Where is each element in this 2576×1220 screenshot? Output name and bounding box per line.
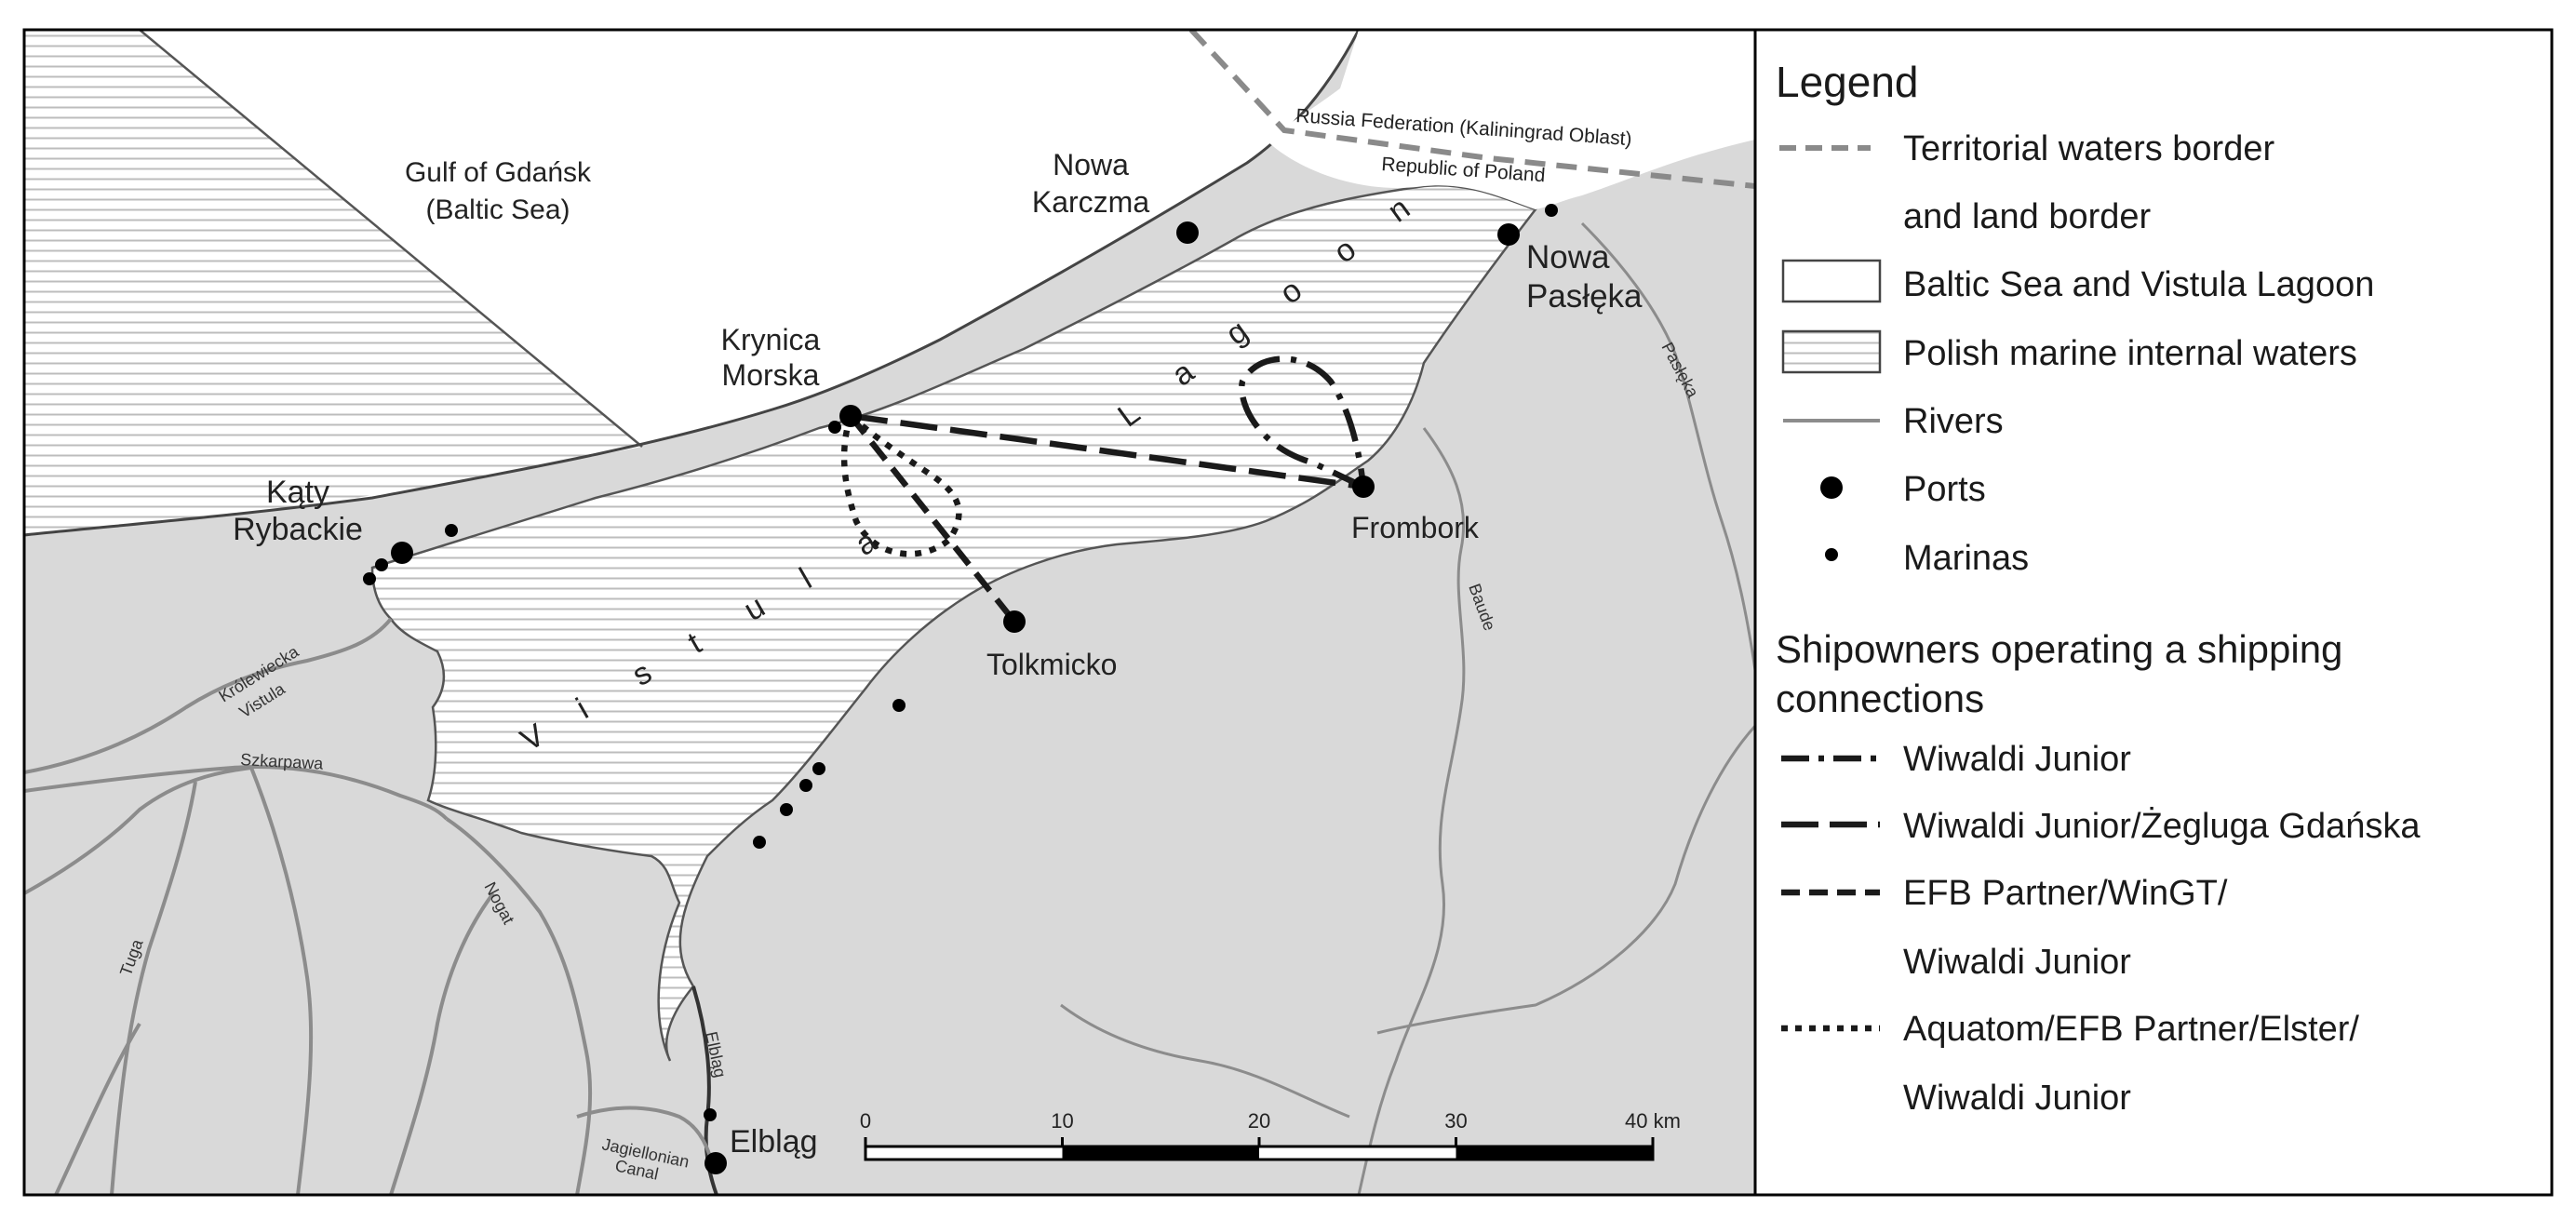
nowa-pasleka-label-line1: Nowa bbox=[1526, 239, 1610, 275]
figure-frame bbox=[22, 28, 2554, 1197]
scale-tick-30: 30 bbox=[1444, 1109, 1467, 1133]
legend-longdash: Wiwaldi Junior/Żegluga Gdańska bbox=[1903, 806, 2421, 846]
legend: Legend Territorial waters border and lan… bbox=[1776, 58, 2421, 1118]
scale-bar: 0 10 20 30 40 km bbox=[860, 1109, 1681, 1161]
legend-shortdash-line2: Wiwaldi Junior bbox=[1903, 943, 2131, 982]
legend-section-title-line2: connections bbox=[1776, 677, 1984, 720]
legend-border-line2: and land border bbox=[1903, 197, 2152, 236]
legend-sea-lagoon: Baltic Sea and Vistula Lagoon bbox=[1903, 265, 2374, 304]
route-longdash bbox=[850, 412, 1364, 490]
krynica-label-line1: Krynica bbox=[721, 323, 821, 356]
port-tolkmicko bbox=[1003, 610, 1026, 633]
legend-marinas: Marinas bbox=[1903, 539, 2029, 578]
route-dotted bbox=[840, 413, 962, 557]
legend-shortdash-line1: EFB Partner/WinGT/ bbox=[1903, 874, 2228, 913]
river-south bbox=[1060, 1003, 1350, 1119]
lagoon-russian-part bbox=[1266, 30, 1755, 209]
river-branch-c bbox=[389, 892, 495, 1195]
river-region bbox=[1376, 724, 1755, 1035]
routes bbox=[840, 355, 1367, 624]
river-branch-a bbox=[249, 767, 314, 1195]
legend-dotted-line1: Aquatom/EFB Partner/Elster/ bbox=[1903, 1010, 2359, 1049]
ports bbox=[391, 221, 1520, 1174]
rivers bbox=[24, 221, 1755, 1195]
legend-rivers: Rivers bbox=[1903, 402, 2004, 441]
legend-marina-symbol bbox=[1825, 548, 1838, 561]
route-shortdash bbox=[848, 413, 1017, 624]
gulf-label-line1: Gulf of Gdańsk bbox=[405, 157, 592, 188]
scale-tick-40: 40 km bbox=[1625, 1109, 1681, 1133]
gulf-label-line2: (Baltic Sea) bbox=[425, 194, 570, 225]
route-dashdot bbox=[1239, 355, 1367, 489]
port-krynica-morska bbox=[839, 405, 862, 427]
river-vistula-main bbox=[24, 766, 252, 895]
nowa-karczma-label-line2: Karczma bbox=[1032, 185, 1149, 219]
tolkmicko-label: Tolkmicko bbox=[986, 648, 1117, 681]
river-branch-b bbox=[54, 1022, 141, 1195]
port-katy-rybackie bbox=[391, 542, 413, 564]
river-nogat bbox=[445, 817, 593, 1195]
legend-internal-symbol bbox=[1781, 329, 1882, 374]
katy-label-line1: Kąty bbox=[266, 475, 329, 510]
katy-label-line2: Rybackie bbox=[233, 512, 363, 547]
legend-title: Legend bbox=[1776, 58, 1919, 106]
port-nowa-pasleka bbox=[1497, 223, 1520, 246]
river-jagiellonian bbox=[576, 1106, 714, 1164]
port-frombork bbox=[1352, 476, 1375, 498]
nowa-pasleka-label-line2: Pasłęka bbox=[1526, 278, 1643, 315]
legend-port-symbol bbox=[1820, 476, 1843, 499]
legend-dashdot: Wiwaldi Junior bbox=[1903, 740, 2131, 779]
legend-dotted-line2: Wiwaldi Junior bbox=[1903, 1079, 2131, 1118]
legend-ports: Ports bbox=[1903, 470, 1986, 509]
river-szkarpawa bbox=[24, 765, 449, 821]
legend-internal-waters: Polish marine internal waters bbox=[1903, 334, 2357, 373]
coastline bbox=[24, 30, 1361, 537]
marinas bbox=[363, 204, 1558, 1121]
scale-tick-10: 10 bbox=[1051, 1109, 1073, 1133]
internal-waters-line bbox=[139, 30, 643, 448]
szkarpawa-label: Szkarpawa bbox=[240, 750, 325, 773]
gulf-internal-waters bbox=[24, 30, 642, 535]
nowa-karczma-label-line1: Nowa bbox=[1053, 148, 1129, 181]
scale-tick-0: 0 bbox=[860, 1109, 871, 1133]
scale-tick-20: 20 bbox=[1248, 1109, 1270, 1133]
river-tuga bbox=[110, 781, 197, 1195]
legend-border-line1: Territorial waters border bbox=[1903, 129, 2274, 168]
krynica-label-line2: Morska bbox=[722, 358, 820, 392]
river-krolewiecka bbox=[24, 617, 393, 774]
legend-section-title-line1: Shipowners operating a shipping bbox=[1776, 627, 2342, 671]
map-area: Gulf of Gdańsk (Baltic Sea) Vistula Lago… bbox=[24, 30, 1755, 1195]
legend-sea-symbol bbox=[1781, 259, 1882, 303]
frombork-label: Frombork bbox=[1351, 511, 1480, 544]
river-pasleka bbox=[1580, 221, 1755, 671]
river-baude bbox=[1357, 427, 1466, 1195]
elblag-label: Elbląg bbox=[730, 1124, 818, 1160]
port-elblag bbox=[704, 1152, 727, 1174]
port-nowa-karczma bbox=[1176, 221, 1199, 244]
territorial-border bbox=[1188, 30, 1755, 189]
